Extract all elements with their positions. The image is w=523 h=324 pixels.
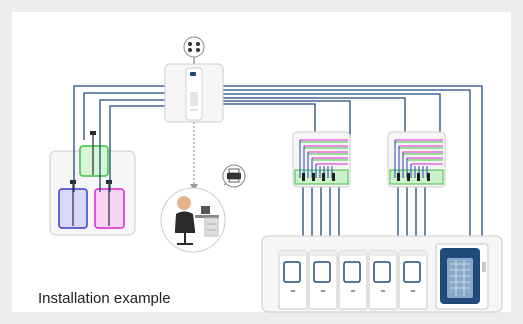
analyzer-instrument-icon [435, 243, 489, 310]
analyzer-instrument-icon [278, 250, 308, 310]
analyzer-instrument-icon [338, 250, 368, 310]
storage-tank-icon [94, 180, 125, 229]
network-hub-icon [183, 36, 205, 64]
outlet-line [190, 122, 198, 191]
printer-icon [222, 164, 246, 188]
analyzer-instrument-icon [368, 250, 398, 310]
water-purification-unit-icon [164, 63, 224, 123]
distribution-manifold-icon [387, 131, 446, 188]
analyzer-instrument-icon [308, 250, 338, 310]
storage-tank-icon [58, 180, 88, 229]
storage-tank-icon [79, 131, 109, 177]
operator-at-desk-icon [160, 187, 226, 253]
analyzer-instrument-icon [398, 250, 428, 310]
distribution-manifold-icon [292, 131, 351, 188]
diagram-caption: Installation example [38, 290, 171, 307]
